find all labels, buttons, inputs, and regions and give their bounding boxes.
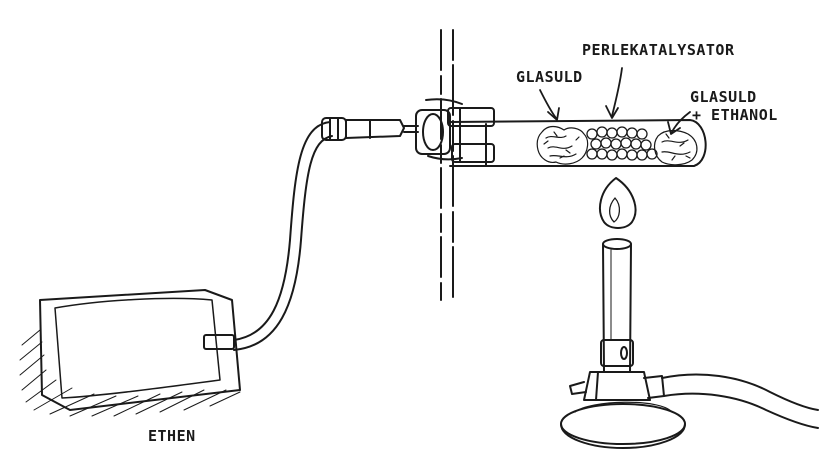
- label-glasuld: GLASULD: [516, 68, 583, 86]
- rubber-tube: [233, 121, 333, 351]
- bunsen-burner: [560, 238, 686, 449]
- label-ethen: ETHEN: [148, 427, 196, 445]
- test-tube: [449, 119, 707, 167]
- label-glasuld-ethanol: GLASULD + ETHANOL: [690, 88, 778, 124]
- label-perlekatalysator: PERLEKATALYSATOR: [582, 41, 735, 59]
- glass-wool-ethanol: [653, 129, 698, 166]
- glasuld-ethanol-arrow: [671, 111, 691, 133]
- gas-bag-ethen: [19, 289, 241, 417]
- perlekatalysator-arrow: [611, 67, 623, 117]
- gas-hose: [661, 373, 819, 429]
- label-pointers: [539, 67, 691, 135]
- label-glasuld-ethanol-line1: GLASULD: [690, 88, 757, 106]
- glass-wool-left: [536, 125, 589, 165]
- glasuld-arrow: [539, 89, 557, 119]
- flame: [599, 177, 637, 229]
- tube-connector: [321, 117, 419, 141]
- stand-clamp: [415, 98, 495, 163]
- label-glasuld-ethanol-line2: + ETHANOL: [692, 106, 778, 124]
- bag-shading: [19, 329, 241, 417]
- catalyst-beads: [586, 126, 658, 161]
